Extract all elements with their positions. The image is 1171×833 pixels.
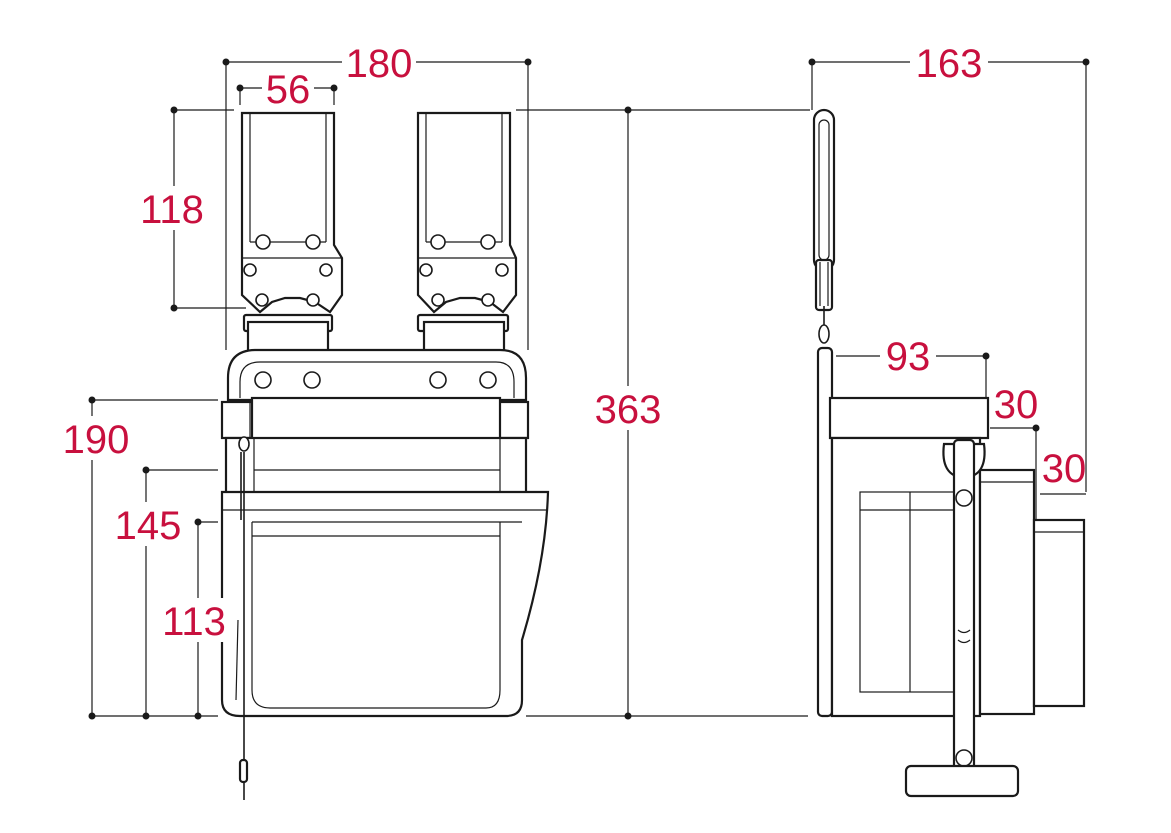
side-dimensions: 163 93 30 30 <box>808 40 1090 520</box>
side-hanger <box>812 108 836 344</box>
front-dimensions: 180 56 118 363 <box>60 40 810 720</box>
dim-overall-width: 180 <box>346 42 413 86</box>
dim-total-height: 363 <box>595 388 662 432</box>
side-view: 163 93 30 30 <box>808 40 1090 798</box>
front-view: 180 56 118 363 <box>60 40 810 800</box>
dim-inner-pocket-height: 113 <box>162 600 226 644</box>
side-strap <box>904 438 1020 798</box>
dim-overall-depth: 163 <box>916 42 983 86</box>
dim-loop-width: 56 <box>266 68 311 112</box>
side-top-flap <box>828 396 990 440</box>
dim-front-depth: 93 <box>886 335 931 379</box>
right-belt-loop <box>416 111 518 354</box>
dim-pocket-height: 145 <box>115 504 182 548</box>
bag-body <box>220 348 550 718</box>
left-belt-loop <box>240 111 344 354</box>
safety-cord <box>235 436 250 800</box>
dim-step-2: 30 <box>1042 447 1087 491</box>
dim-loop-height: 118 <box>140 188 204 232</box>
dim-body-height: 190 <box>63 418 130 462</box>
dim-step-1: 30 <box>994 383 1039 427</box>
